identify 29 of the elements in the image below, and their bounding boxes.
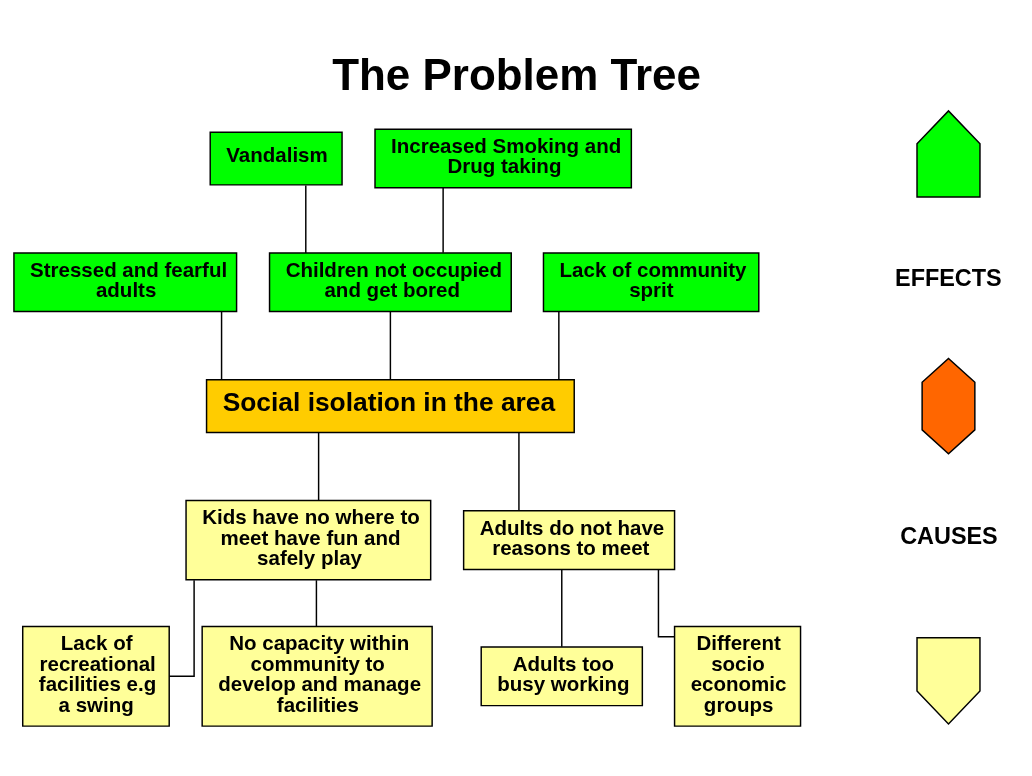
connector [168,579,195,677]
label: EFFECTS [895,264,1002,291]
label: CAUSES [900,522,998,549]
node-box: Stressed and fearful adults [13,251,238,312]
connector [389,310,392,380]
connector [315,579,318,627]
node-box: No capacity within community to develop and manage facilities [201,625,433,727]
node-arrow [916,109,981,198]
connector [518,431,520,511]
connector [442,186,444,253]
connector [657,568,676,637]
node-box: Lack of recreational facilities e.g a swing [22,625,170,727]
node-box: Social isolation in the area [205,378,575,433]
node-box: Vandalism [209,130,343,186]
diagram-title: The Problem Tree [332,49,701,99]
connector [220,310,223,380]
node-arrow [921,357,976,455]
connector [305,184,307,254]
connector [317,431,320,501]
node-box: Kids have no where to meet have fun and safely play [185,499,432,580]
node-arrow [916,636,981,725]
connector [561,568,563,648]
node-box: Children not occupied and get bored [268,251,512,312]
node-box: Lack of community sprit [542,251,760,312]
connector [558,310,560,380]
node-box: Adults do not have reasons to meet [462,509,676,570]
node-box: Increased Smoking and Drug taking [374,128,633,189]
node-box: Different socio economic groups [673,625,802,727]
node-box: Adults too busy working [480,645,644,706]
